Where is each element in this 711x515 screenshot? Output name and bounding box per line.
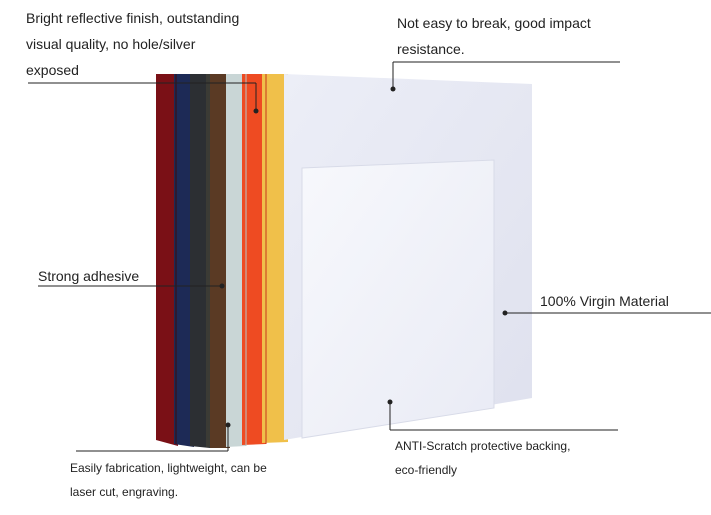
sheet-light-grey — [226, 74, 246, 447]
sheet-red — [156, 74, 178, 446]
sheet-brown — [210, 74, 230, 448]
dot-virgin — [502, 310, 508, 316]
callout-scratch: ANTI-Scratch protective backing, eco-fri… — [395, 439, 571, 477]
sheet-white-front — [301, 159, 495, 439]
callout-finish: Bright reflective finish, outstanding vi… — [26, 10, 240, 78]
callout-impact: Not easy to break, good impact resistanc… — [397, 15, 591, 57]
dot-impact — [390, 86, 396, 92]
dot-fabrication — [225, 422, 231, 428]
dot-scratch — [387, 399, 393, 405]
dot-adhesive — [219, 283, 225, 289]
callout-fabrication: Easily fabrication, lightweight, can be … — [70, 461, 267, 499]
callout-adhesive: Strong adhesive — [38, 268, 140, 284]
sheet-charcoal — [190, 74, 210, 448]
dot-finish — [253, 108, 259, 114]
sheet-orange — [242, 74, 266, 445]
sheet-yellow — [262, 74, 288, 443]
sheet-navy — [174, 74, 194, 447]
callout-virgin: 100% Virgin Material — [540, 293, 669, 309]
